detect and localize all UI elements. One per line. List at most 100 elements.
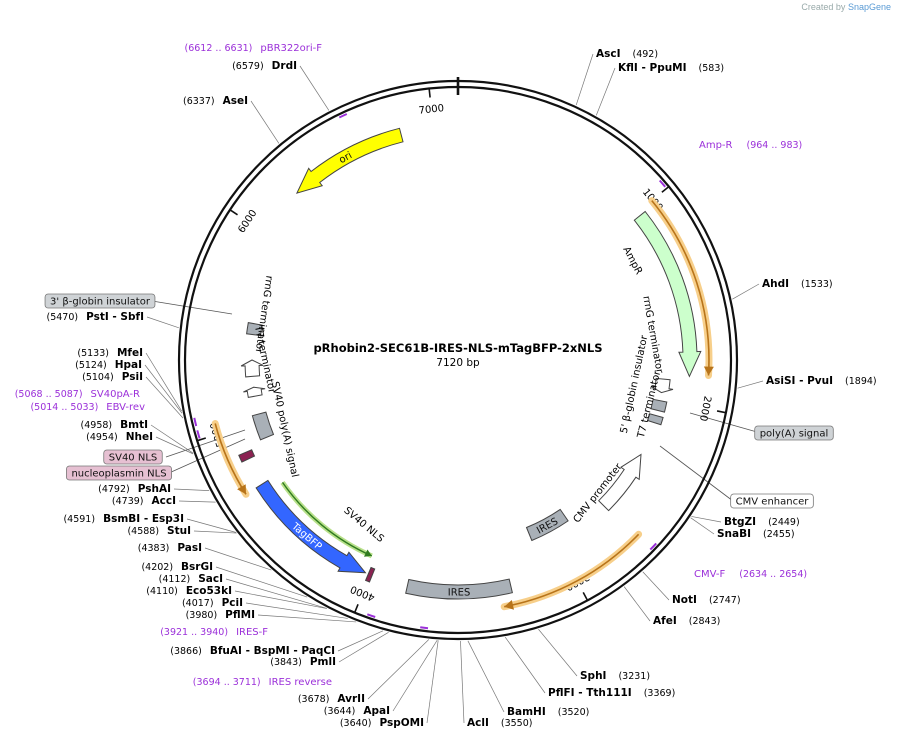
tick-label: 2000	[697, 395, 713, 422]
site-name: ApaI	[363, 705, 390, 717]
tick-line	[353, 604, 359, 613]
site-position: (2449)	[768, 517, 800, 528]
backbone-ring	[177, 77, 739, 641]
primer-range: (5068 .. 5087)	[15, 389, 83, 400]
site-position: (4017)	[182, 598, 214, 609]
site-position: (4954)	[86, 432, 118, 443]
site-name: BtgZI	[724, 516, 756, 528]
box-frame	[44, 293, 156, 309]
site-name: AsiSI - PvuI	[766, 375, 833, 387]
feature-shape	[650, 398, 668, 413]
site-position: (4739)	[112, 496, 144, 507]
site-leader	[173, 488, 210, 492]
site-name: BsrGI	[181, 561, 213, 573]
site-position: (6337)	[183, 96, 215, 107]
feature-shape	[251, 411, 275, 441]
box-frame	[730, 493, 814, 509]
site-position: (3640)	[340, 718, 372, 729]
tick-label: 4000	[349, 583, 377, 603]
site-position: (4591)	[63, 514, 95, 525]
site-name: MfeI	[117, 347, 143, 359]
primer-range: (5014 .. 5033)	[30, 402, 98, 413]
primer-site	[366, 613, 376, 618]
feature-label: SV40 NLS	[341, 505, 385, 545]
site-leader	[426, 640, 439, 724]
primer-range: (2634 .. 2654)	[739, 569, 807, 580]
site-leader	[690, 517, 715, 535]
site-leader	[178, 500, 216, 503]
tick-label: 6000	[236, 208, 259, 235]
primer-site	[193, 417, 198, 427]
site-name: BfuAI - BspMI - PaqCI	[210, 645, 335, 657]
site-leader	[337, 630, 384, 652]
site-leader	[623, 586, 651, 622]
primer-name: pBR322ori-F	[260, 43, 322, 54]
credit-prefix: Created by	[801, 2, 846, 12]
site-name: SnaBI	[717, 528, 751, 540]
site-name: BamHI	[507, 706, 546, 718]
feature-shape	[650, 377, 674, 394]
site-position: (4110)	[146, 586, 178, 597]
tick-line	[229, 209, 238, 216]
site-leader	[145, 376, 184, 419]
highlight-arc	[651, 200, 710, 376]
box-leader	[165, 429, 246, 458]
box-text: CMV enhancer	[736, 497, 810, 508]
feature-shape	[246, 322, 263, 337]
site-name: SacI	[198, 573, 223, 585]
box-leader	[151, 300, 233, 315]
site-name: AscI	[596, 48, 621, 60]
site-leader	[299, 65, 330, 111]
site-leader	[250, 100, 280, 144]
box-frame	[103, 449, 163, 465]
primer-range: (3921 .. 3940)	[160, 627, 228, 638]
primer-name: IRES reverse	[269, 677, 332, 688]
feature-label: SV40 poly(A) signal	[269, 381, 300, 479]
site-leader	[575, 53, 594, 106]
feature-shape	[255, 479, 367, 574]
tick-line	[196, 437, 207, 442]
box-text: SV40 NLS	[109, 453, 158, 464]
tick-line	[582, 592, 589, 601]
feature-shape	[238, 449, 256, 463]
site-name: PflMI	[225, 609, 255, 621]
primer-site	[649, 542, 657, 551]
site-position: (5470)	[46, 312, 78, 323]
site-position: (3678)	[298, 694, 330, 705]
site-name: AfeI	[653, 615, 677, 627]
site-name: AccI	[152, 495, 176, 507]
site-position: (3980)	[186, 610, 218, 621]
site-leader	[392, 640, 438, 712]
site-leader	[204, 547, 272, 571]
site-leader	[257, 614, 357, 623]
primer-site	[420, 626, 429, 630]
site-position: (5124)	[75, 360, 107, 371]
highlight-arrow	[504, 600, 514, 610]
site-name: BmtI	[120, 419, 148, 431]
site-name: PstI - SbfI	[86, 311, 144, 323]
site-name: AhdI	[762, 278, 789, 290]
site-leader	[642, 571, 670, 601]
feature-shape	[405, 578, 514, 600]
primer-site	[658, 179, 666, 188]
site-leader	[732, 283, 760, 300]
site-position: (4958)	[81, 420, 113, 431]
primer-name: EBV-rev	[106, 402, 145, 413]
site-position: (5104)	[82, 372, 114, 383]
site-leader	[460, 640, 465, 724]
box-frame	[66, 465, 172, 481]
box-text: poly(A) signal	[760, 429, 829, 440]
box-leader	[659, 445, 734, 502]
site-position: (3520)	[558, 707, 590, 718]
site-leader	[234, 590, 327, 609]
site-leader	[504, 636, 546, 694]
boxed-label: SV40 NLS	[103, 449, 163, 465]
site-position: (2747)	[709, 595, 741, 606]
site-name: AseI	[223, 95, 248, 107]
boxed-label: nucleoplasmin NLS	[66, 465, 172, 481]
primer-name: SV40pA-R	[91, 389, 140, 400]
primer-range: (964 .. 983)	[747, 140, 803, 151]
site-position: (4792)	[98, 484, 130, 495]
tick-label: 7000	[418, 103, 444, 117]
